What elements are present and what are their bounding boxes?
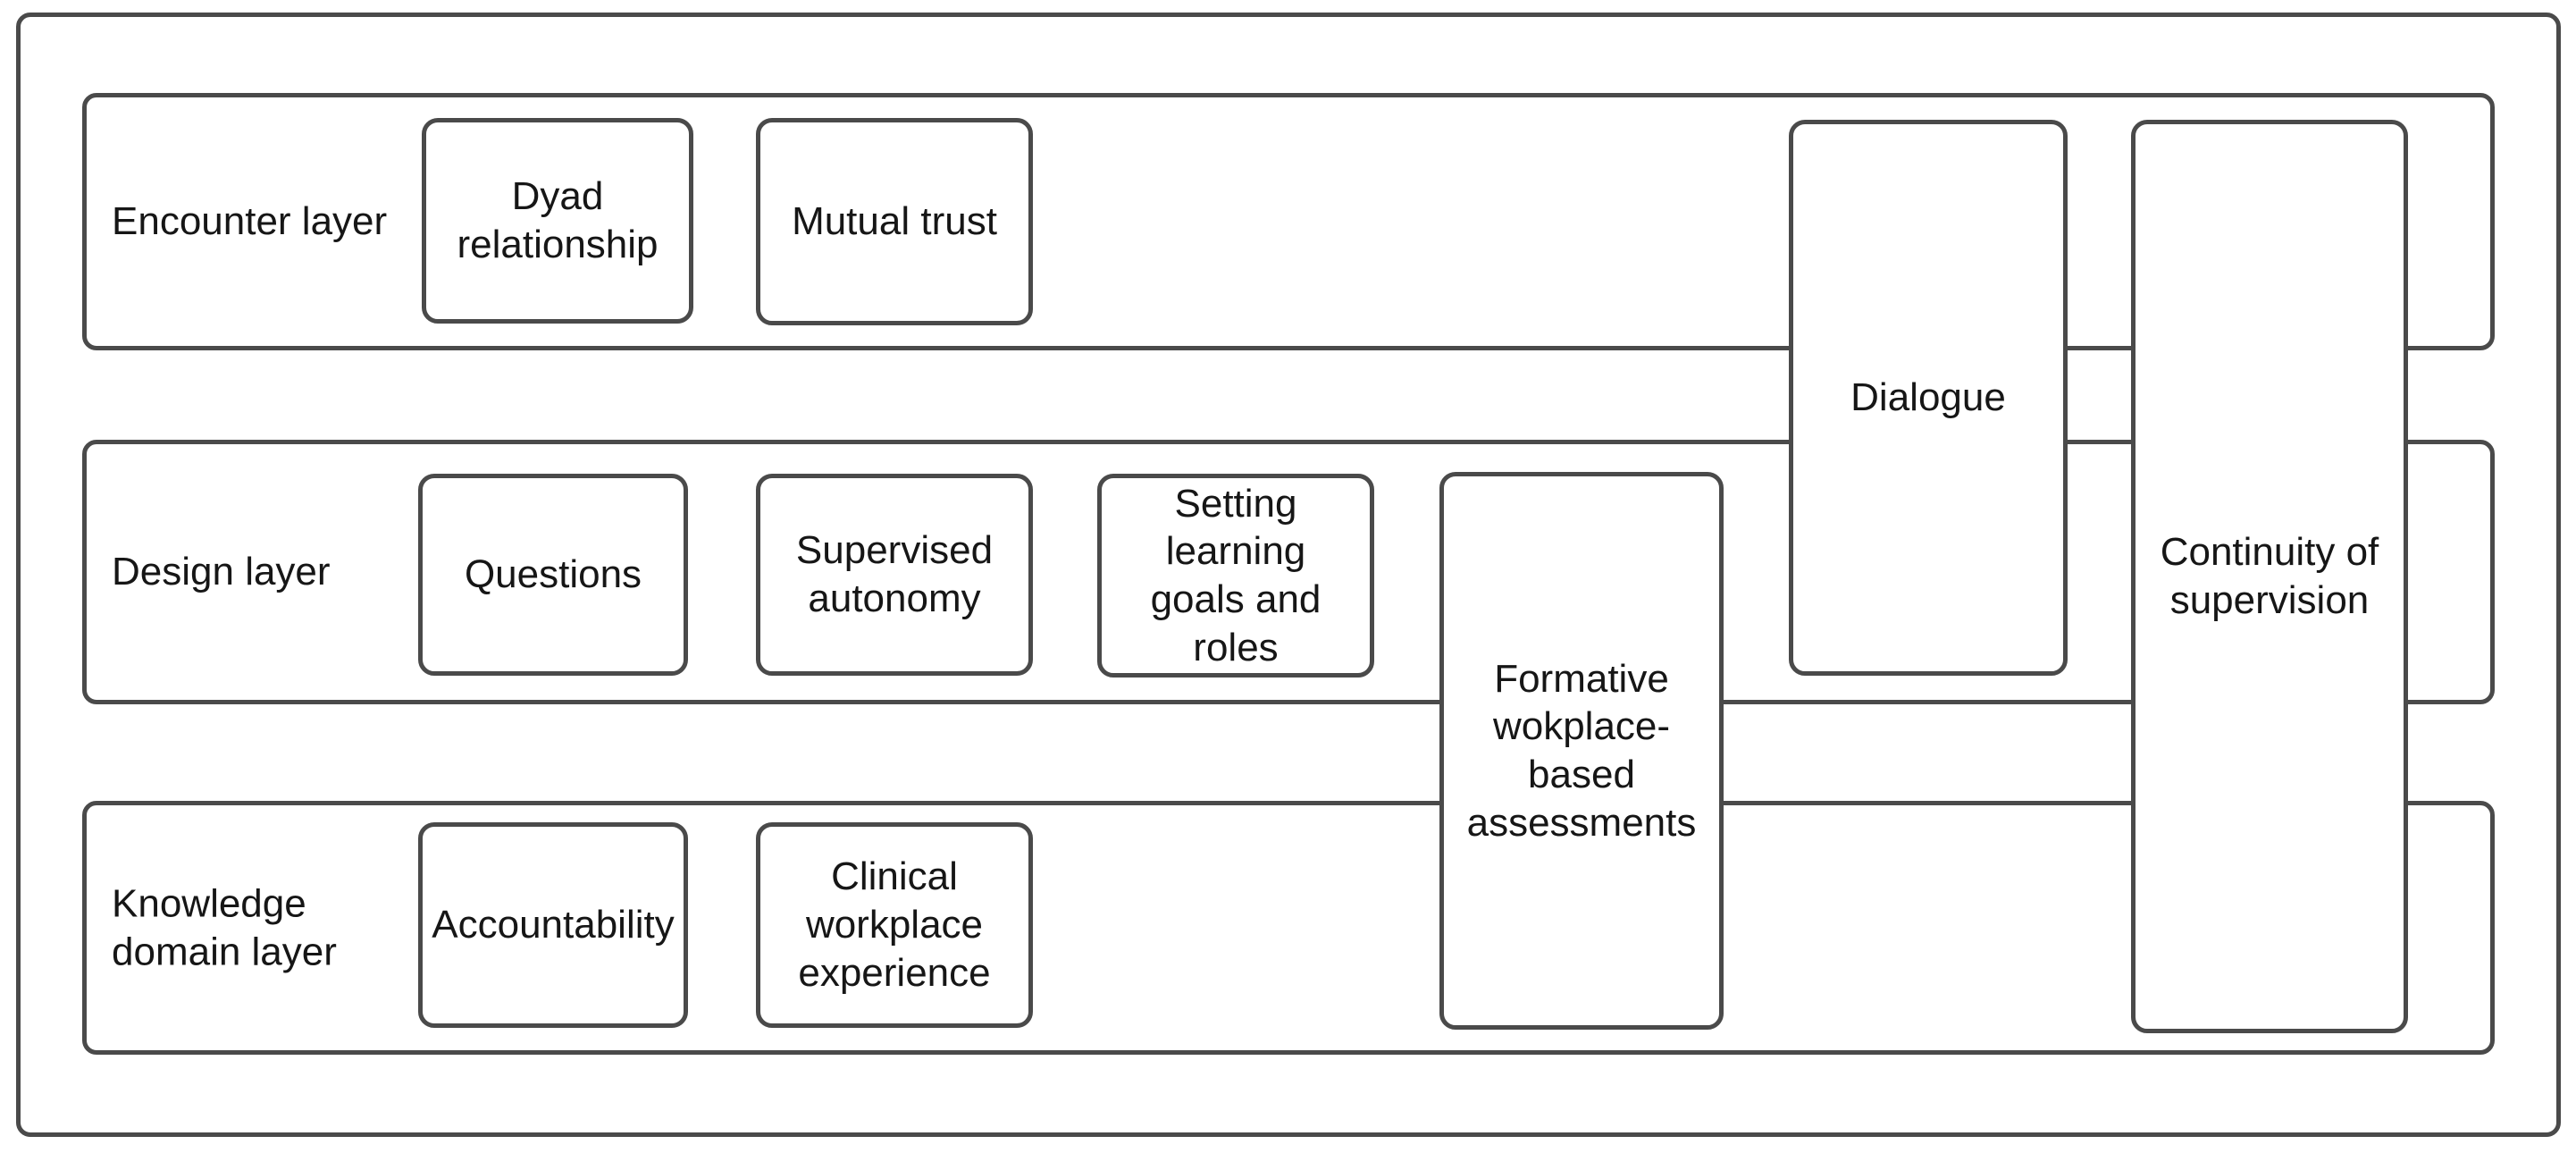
node-questions: Questions [418, 474, 688, 676]
node-supervised-autonomy-label: Supervised autonomy [795, 528, 994, 620]
node-clinical-workplace-experience-label: Clinical workplace experience [798, 854, 991, 995]
node-setting-learning-goals-label: Setting learning goals and roles [1150, 481, 1322, 669]
node-clinical-workplace-experience: Clinical workplace experience [756, 822, 1033, 1028]
node-continuity-of-supervision-label: Continuity of supervision [2160, 530, 2379, 622]
node-dialogue-label: Dialogue [1850, 375, 2006, 420]
node-setting-learning-goals: Setting learning goals and roles [1097, 474, 1374, 677]
node-mutual-trust: Mutual trust [756, 118, 1033, 325]
node-formative-workplace-assessments-label: Formative wokplace-based assessments [1466, 656, 1697, 845]
node-questions-label: Questions [464, 552, 642, 597]
node-dyad-relationship: Dyad relationship [422, 118, 693, 324]
node-mutual-trust-label: Mutual trust [792, 199, 997, 244]
node-continuity-of-supervision: Continuity of supervision [2131, 120, 2408, 1033]
layer-label-knowledge: Knowledge domain layer [112, 881, 337, 973]
layer-label-design: Design layer [112, 550, 331, 594]
node-accountability: Accountability [418, 822, 688, 1028]
node-formative-workplace-assessments: Formative wokplace-based assessments [1439, 472, 1724, 1030]
node-dyad-relationship-label: Dyad relationship [457, 174, 659, 266]
node-dialogue: Dialogue [1789, 120, 2068, 676]
node-accountability-label: Accountability [432, 903, 675, 947]
node-supervised-autonomy: Supervised autonomy [756, 474, 1033, 676]
layer-label-encounter: Encounter layer [112, 199, 388, 244]
